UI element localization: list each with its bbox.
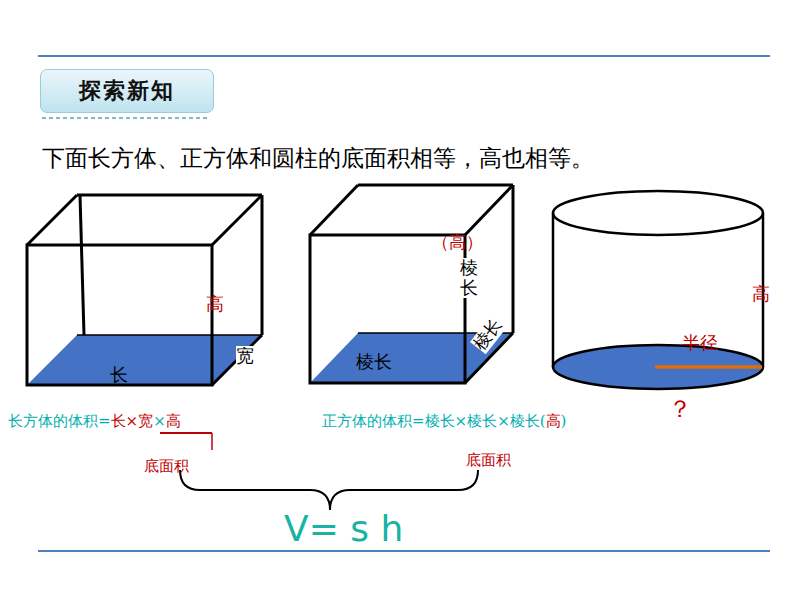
brace xyxy=(180,470,478,510)
dimension-label: 半径 xyxy=(682,333,718,354)
dimension-label: 棱长 xyxy=(460,258,478,298)
underline-tick xyxy=(211,433,213,450)
top-rule xyxy=(38,55,770,57)
base-area-label: 底面积 xyxy=(466,452,511,469)
formula-part: ×棱长( xyxy=(497,412,545,431)
formula-part: 正方体的体积= xyxy=(322,412,425,431)
volume-formula: 长方体的体积=长×宽×高 xyxy=(8,412,181,431)
dimension-label: 棱长 xyxy=(356,352,392,373)
header-underline xyxy=(42,117,210,119)
bottom-rule xyxy=(38,550,770,552)
question-text: 下面长方体、正方体和圆柱的底面积相等，高也相等。 xyxy=(42,145,594,171)
formula-part: × xyxy=(153,412,166,430)
dimension-label: 高 xyxy=(206,294,224,315)
formula-part: 棱长×棱长 xyxy=(425,412,498,431)
cuboid-figure xyxy=(27,195,262,385)
dimension-label: （高） xyxy=(432,233,483,253)
dimension-label: 长 xyxy=(110,365,128,386)
dimension-label: 宽 xyxy=(236,346,254,367)
dimension-label: 高 xyxy=(752,284,770,305)
formula-part: 长方体的体积= xyxy=(8,412,111,431)
formula-part: 高 xyxy=(546,412,561,431)
formula-part: ) xyxy=(561,412,567,430)
volume-formula-general: V= s h xyxy=(284,508,403,549)
formula-part: 长×宽 xyxy=(111,412,154,431)
cube-figure xyxy=(310,185,513,383)
underline xyxy=(160,432,212,434)
volume-formula: 正方体的体积=棱长×棱长×棱长(高) xyxy=(322,412,566,431)
question-mark: ？ xyxy=(668,396,692,424)
section-heading: 探索新知 xyxy=(40,69,214,113)
base-area-label: 底面积 xyxy=(144,458,189,475)
formula-part: 高 xyxy=(166,412,181,431)
cylinder-figure xyxy=(553,191,763,389)
